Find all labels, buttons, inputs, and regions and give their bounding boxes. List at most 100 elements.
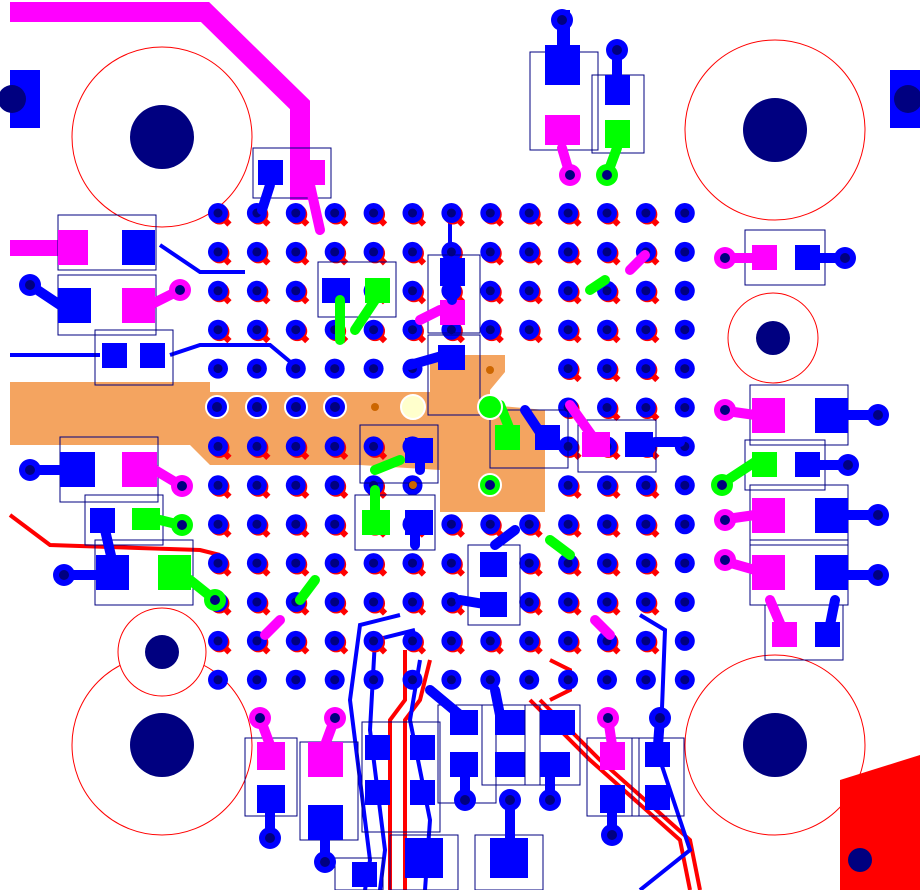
- bga-drill-hole: [291, 636, 301, 646]
- bga-drill-hole: [408, 286, 417, 296]
- bga-drill-hole: [252, 675, 262, 685]
- bga-drill-hole: [641, 675, 651, 685]
- bga-drill-hole: [485, 208, 495, 218]
- bga-drill-hole: [408, 325, 417, 335]
- bga-drill-hole: [641, 403, 651, 412]
- bga-drill-hole: [563, 247, 573, 257]
- bga-drill-hole: [602, 208, 612, 218]
- component-center-cluster: [317, 254, 657, 626]
- bga-drill-hole: [524, 558, 534, 568]
- bga-drill-hole: [252, 325, 262, 335]
- bga-drill-hole: [641, 558, 651, 568]
- bga-drill-hole: [602, 364, 612, 374]
- bga-drill-hole: [602, 286, 612, 296]
- bga-drill-hole: [252, 364, 262, 374]
- bga-drill-hole: [641, 597, 651, 607]
- bga-drill-hole: [641, 325, 651, 335]
- bga-drill-hole: [485, 636, 495, 646]
- bga-drill-hole: [446, 325, 456, 335]
- bga-drill-hole: [602, 247, 612, 257]
- bga-drill-hole: [330, 247, 340, 257]
- bga-drill-hole: [680, 558, 690, 568]
- bga-drill-hole: [641, 636, 651, 646]
- bga-drill-hole: [524, 286, 534, 296]
- bga-drill-hole: [408, 558, 417, 568]
- bga-drill-hole: [602, 325, 612, 335]
- bga-drill-hole: [369, 558, 379, 568]
- bga-drill-hole: [213, 558, 223, 568]
- bga-drill-hole: [252, 247, 262, 257]
- bga-drill-hole: [213, 519, 223, 529]
- bga-drill-hole: [369, 441, 379, 451]
- bga-drill-hole: [524, 675, 534, 685]
- bga-drill-hole: [524, 597, 534, 607]
- component-right-1: [744, 229, 826, 286]
- bga-drill-hole: [641, 364, 651, 374]
- mounting-hole-right-middle: [727, 292, 819, 384]
- bga-drill-hole: [291, 441, 301, 451]
- bga-drill-hole: [252, 558, 262, 568]
- bga-drill-hole: [369, 636, 379, 646]
- bga-drill-hole: [291, 286, 301, 296]
- bga-drill-hole: [602, 519, 612, 529]
- mounting-hole-top-right: [684, 39, 866, 221]
- bga-drill-hole: [213, 247, 223, 257]
- bga-drill-hole: [446, 558, 456, 568]
- bga-drill-hole: [330, 675, 340, 685]
- bga-drill-hole: [369, 364, 379, 374]
- bga-drill-hole: [602, 597, 612, 607]
- bga-drill-hole: [680, 286, 690, 296]
- bga-drill-hole: [563, 558, 573, 568]
- bga-drill-hole: [408, 247, 417, 257]
- component-right-2: [744, 384, 849, 491]
- bga-drill-hole: [524, 325, 534, 335]
- bga-drill-hole: [446, 247, 456, 257]
- bga-drill-hole: [369, 325, 379, 335]
- edge-connectors: [0, 70, 920, 890]
- bga-drill-hole: [524, 247, 534, 257]
- bga-drill-hole: [252, 636, 262, 646]
- bga-drill-hole: [485, 519, 495, 529]
- bga-drill-hole: [680, 597, 690, 607]
- bga-drill-hole: [369, 597, 379, 607]
- bga-drill-hole: [446, 208, 456, 218]
- bga-drill-hole: [330, 519, 340, 529]
- bga-drill-hole: [680, 403, 690, 412]
- bga-drill-hole: [563, 364, 573, 374]
- bga-drill-hole: [252, 480, 262, 490]
- bga-drill-hole: [641, 208, 651, 218]
- bga-drill-hole: [291, 325, 301, 335]
- bga-drill-hole: [252, 519, 262, 529]
- bga-drill-hole: [563, 286, 573, 296]
- bga-drill-hole: [563, 636, 573, 646]
- bga-drill-hole: [213, 364, 223, 374]
- bga-drill-hole: [330, 597, 340, 607]
- bga-drill-hole: [369, 247, 379, 257]
- bga-drill-hole: [641, 286, 651, 296]
- bga-drill-hole: [213, 325, 223, 335]
- component-bottom-row: [244, 704, 685, 890]
- bga-drill-hole: [408, 675, 417, 685]
- mounting-hole-bottom-left: [71, 607, 253, 836]
- bga-drill-hole: [485, 325, 495, 335]
- pour-vias: [205, 366, 503, 497]
- bga-drill-hole: [680, 208, 690, 218]
- bga-drill-hole: [602, 675, 612, 685]
- bga-drill-hole: [330, 480, 340, 490]
- bga-drill-hole: [252, 597, 262, 607]
- bga-drill-hole: [563, 675, 573, 685]
- bga-drill-hole: [291, 247, 301, 257]
- bga-drill-hole: [330, 208, 340, 218]
- mounting-hole-bottom-right: [684, 654, 866, 836]
- bga-drill-hole: [446, 519, 456, 529]
- bga-drill-hole: [291, 364, 301, 374]
- mounting-hole-top-left: [71, 46, 253, 228]
- bga-drill-hole: [408, 208, 417, 218]
- bga-drill-hole: [213, 441, 223, 451]
- bga-drill-hole: [408, 597, 417, 607]
- bga-drill-hole: [563, 597, 573, 607]
- bga-drill-hole: [291, 480, 301, 490]
- bga-drill-hole: [680, 247, 690, 257]
- bga-drill-hole: [485, 675, 495, 685]
- bga-drill-hole: [563, 208, 573, 218]
